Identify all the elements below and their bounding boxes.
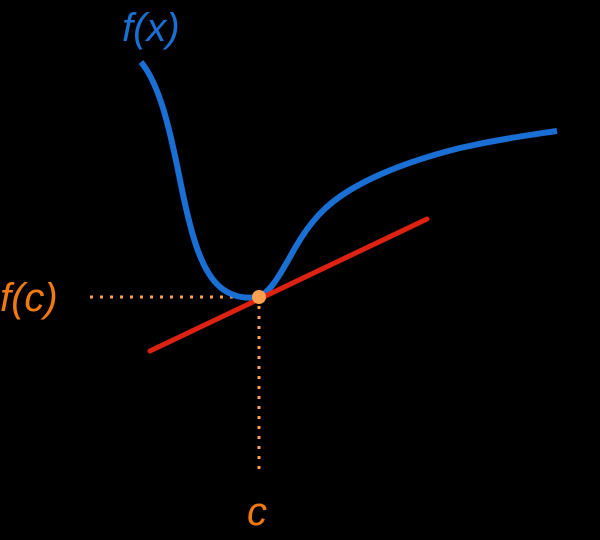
- point-label: c: [247, 490, 267, 534]
- tangent-point: [252, 290, 266, 304]
- function-label: f(x): [122, 6, 180, 50]
- function-curve: [138, 60, 558, 301]
- tangent-line: [147, 216, 430, 354]
- function-value-label: f(c): [0, 276, 58, 320]
